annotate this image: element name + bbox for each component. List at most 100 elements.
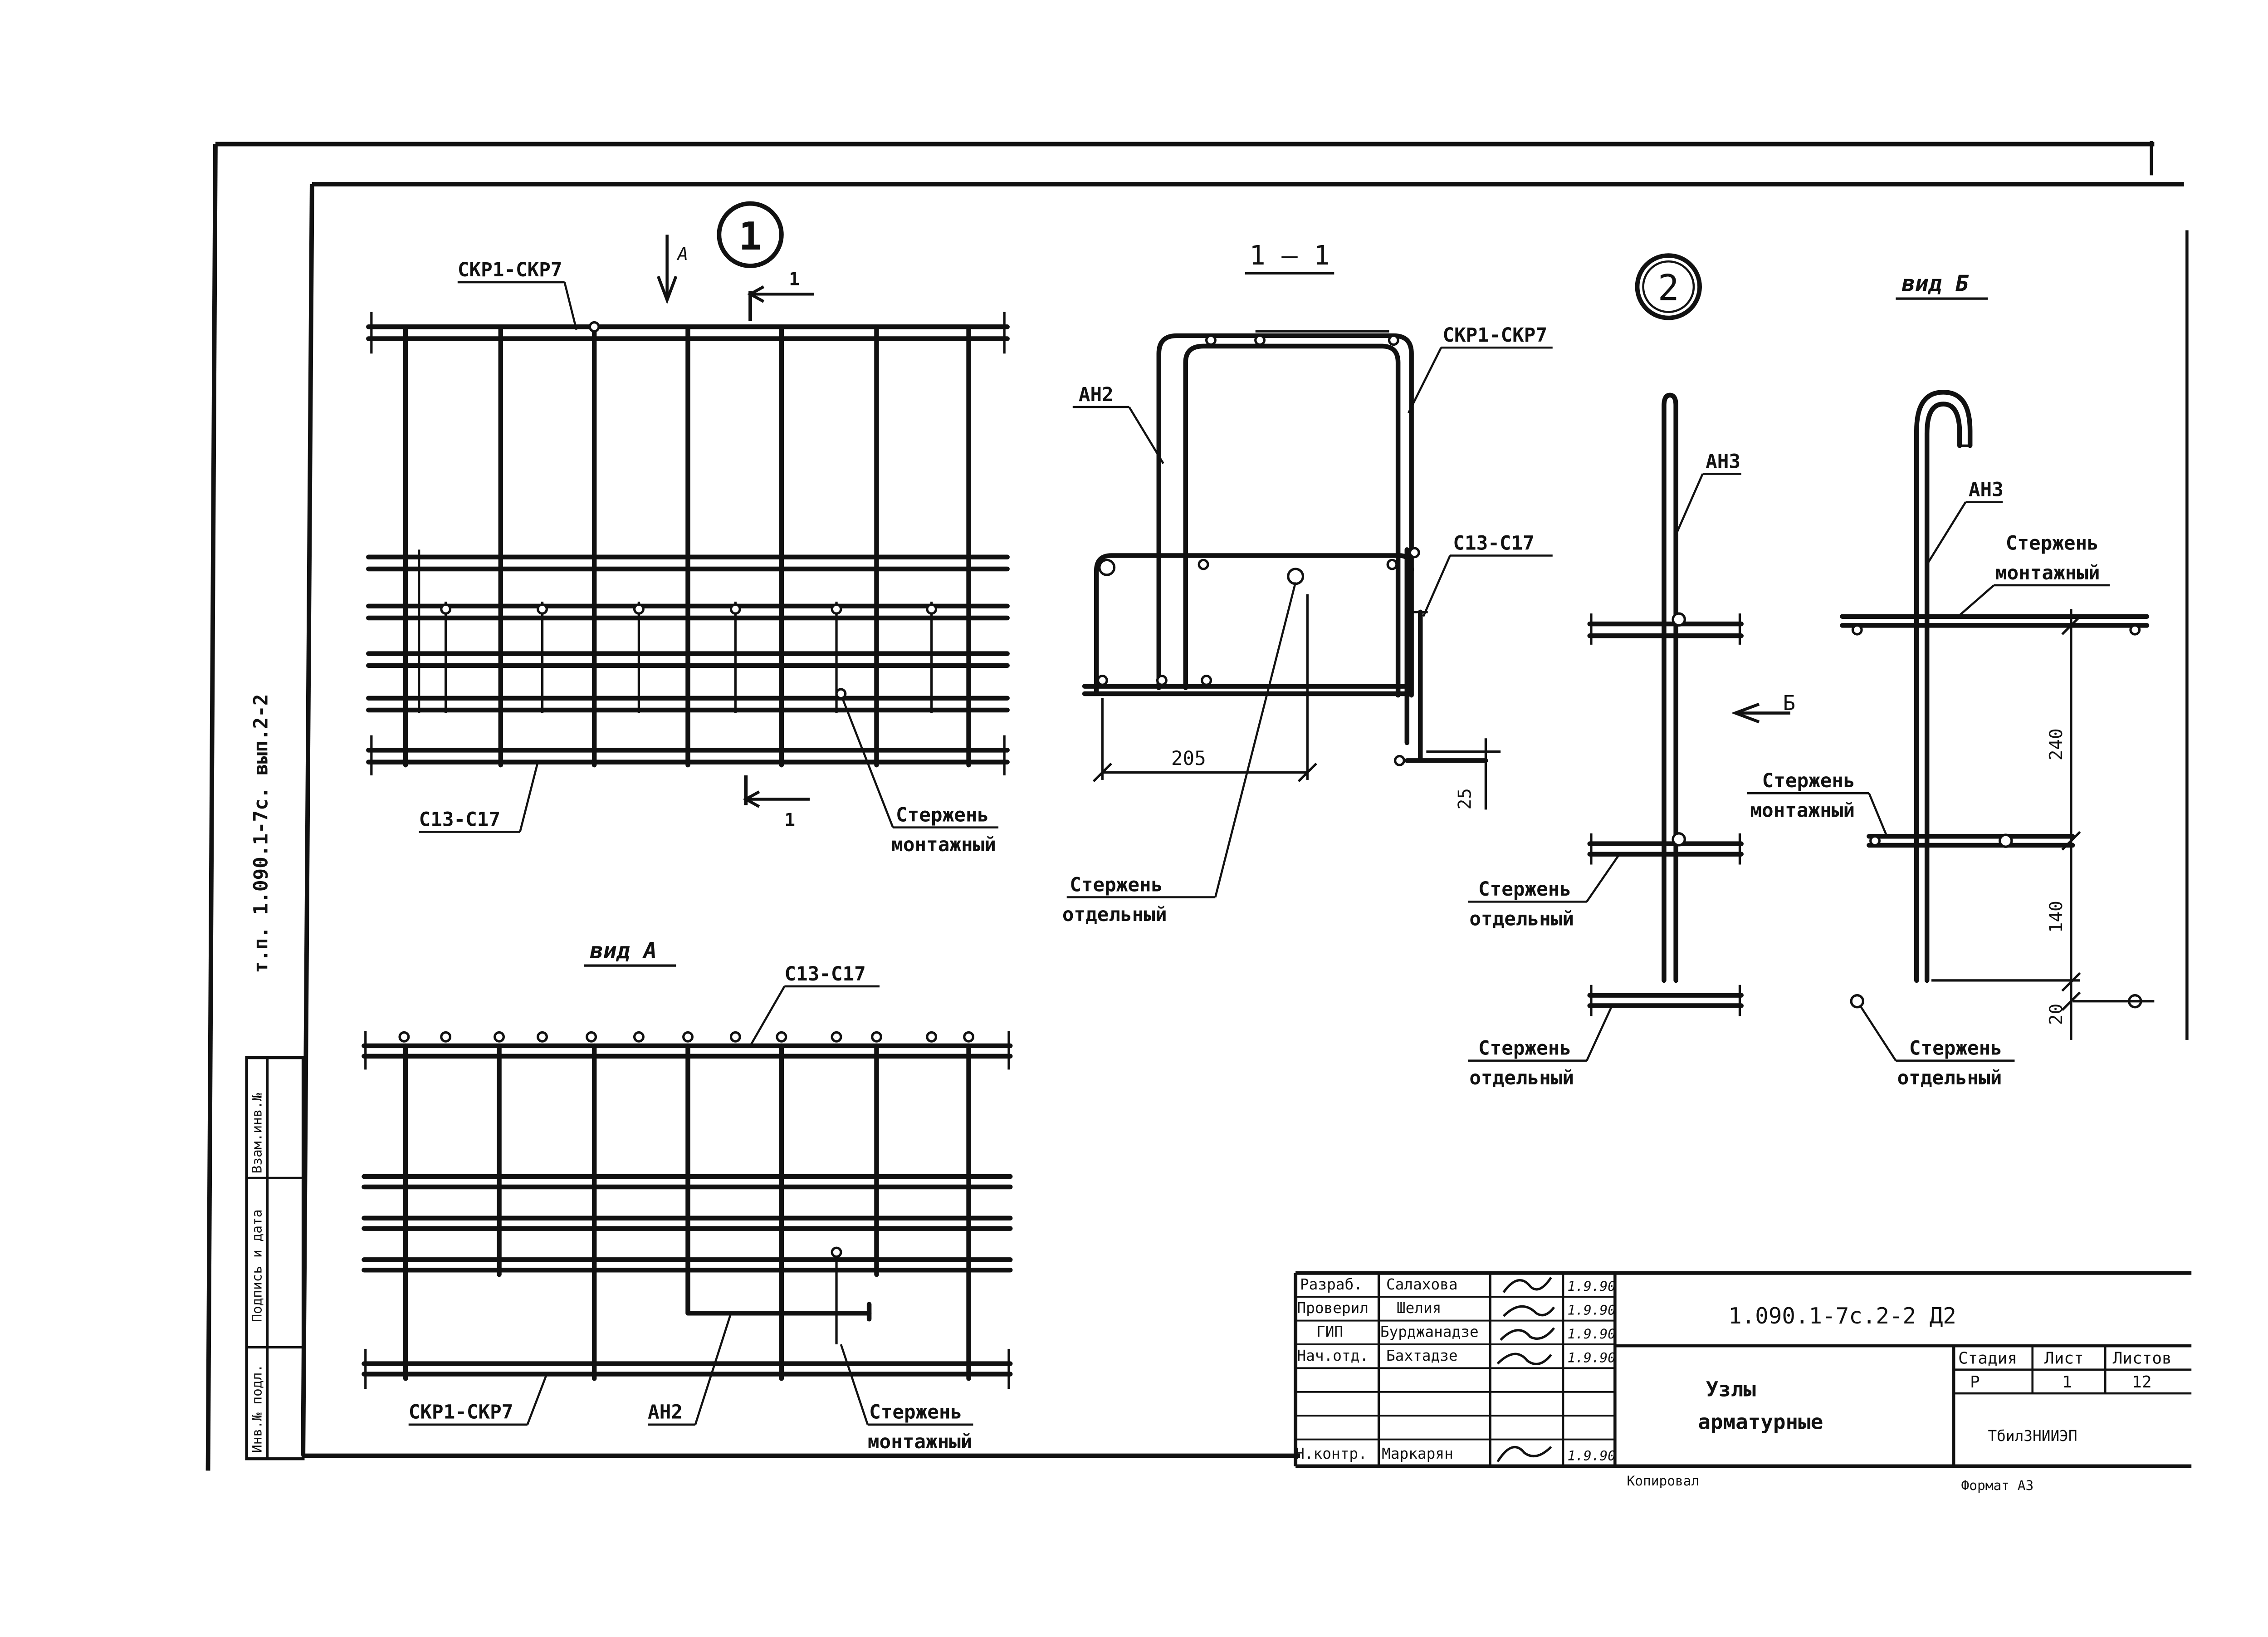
tb-signature: [1502, 1277, 1552, 1293]
tb-copied: Копировал: [1627, 1473, 1700, 1489]
view-b-title-text: вид Б: [1901, 270, 1969, 297]
tb-row-3: ГИП Бурджанадзе 1.9.90: [1316, 1323, 1616, 1342]
tb-role: Разраб.: [1300, 1276, 1363, 1293]
tb-name-line2: арматурные: [1698, 1410, 1823, 1434]
dim-25: 25: [1426, 738, 1501, 810]
tb-date: 1.9.90: [1568, 1350, 1616, 1365]
tb-code: 1.090.1-7с.2-2 Д2: [1728, 1303, 1956, 1329]
view-b-drawing: [1840, 390, 2155, 1009]
label-an2-viewa-text: АН2: [648, 1401, 683, 1424]
label-skr-top-text: СКР1-СКР7: [458, 259, 562, 281]
label-sterzhen-viewa-line2: монтажный: [868, 1431, 973, 1453]
view-a-mesh: [362, 1031, 1013, 1389]
label-sterzhen-node2-a: Стержень отдельный: [1468, 853, 1621, 931]
dim-240-text: 240: [2046, 728, 2067, 760]
label-c13-node1-text: С13-С17: [419, 808, 500, 831]
view-a-title: вид А: [584, 937, 676, 967]
node1-mesh: [366, 312, 1010, 776]
title-block: [1294, 1271, 2192, 1468]
tb-sheet-header: Лист: [2044, 1349, 2084, 1368]
tb-row-1: Разраб. Салахова 1.9.90: [1300, 1276, 1616, 1294]
tb-role: Н.контр.: [1295, 1445, 1367, 1462]
node1-number: 1: [738, 214, 762, 259]
label-c13-section-text: С13-С17: [1453, 532, 1534, 554]
label-sterzhen-viewb-top: Стержень монтажный: [1957, 532, 2110, 618]
label-sterzhen-section-line2: отдельный: [1062, 903, 1167, 926]
label-sterzhen-viewb-top-line2: монтажный: [1995, 562, 2100, 584]
tb-signature: [1496, 1353, 1552, 1365]
tb-format: Формат А3: [1961, 1478, 2034, 1493]
margin-sign: Подпись и дата: [249, 1210, 264, 1322]
label-sterzhen-viewa: Стержень монтажный: [840, 1344, 973, 1453]
node2-marker: 2: [1635, 253, 1702, 320]
node2-drawing: [1587, 392, 1744, 1016]
tb-row-2: Проверил Шелия 1.9.90: [1297, 1299, 1616, 1318]
cut-mark-top: 1: [747, 270, 814, 321]
label-sterzhen-node2-b-line2: отдельный: [1469, 1067, 1574, 1089]
section-title-text: 1 — 1: [1249, 240, 1330, 271]
label-skr-bottom: СКР1-СКР7: [408, 1373, 548, 1426]
tb-person: Бахтадзе: [1386, 1347, 1458, 1364]
section-title: 1 — 1: [1245, 240, 1334, 275]
tb-stage: Р: [1970, 1373, 1980, 1392]
label-sterzhen-viewa-line1: Стержень: [869, 1401, 962, 1424]
tb-name-line1: Узлы: [1706, 1377, 1756, 1402]
tb-role: Нач.отд.: [1297, 1347, 1369, 1364]
label-skr-bottom-text: СКР1-СКР7: [409, 1401, 513, 1424]
label-sterzhen-viewb-mid: Стержень монтажный: [1747, 769, 1888, 837]
dim-20-text: 20: [2046, 1004, 2067, 1025]
label-an2-viewa: АН2: [648, 1313, 732, 1426]
tb-person: Шелия: [1397, 1299, 1442, 1317]
view-a-arrow-label: А: [676, 244, 689, 265]
dim-chain-viewb: 240 140 20: [1931, 609, 2081, 1040]
tb-date: 1.9.90: [1568, 1326, 1616, 1342]
label-sterzhen-node1-line1: Стержень: [896, 804, 989, 827]
view-b-arrow-label: Б: [1783, 691, 1795, 715]
cut-label-top: 1: [789, 270, 800, 290]
view-a-title-text: вид А: [590, 937, 657, 964]
label-sterzhen-node2-a-line1: Стержень: [1478, 878, 1571, 901]
label-sterzhen-viewb-mid-line2: монтажный: [1750, 799, 1855, 822]
tb-date: 1.9.90: [1568, 1279, 1616, 1294]
cut-label-bottom: 1: [784, 810, 795, 830]
margin-vzam: Взам.инв.№: [249, 1093, 264, 1174]
label-skr-section: СКР1-СКР7: [1408, 324, 1553, 414]
label-sterzhen-viewb-top-line1: Стержень: [2006, 532, 2099, 554]
tb-signature: [1500, 1327, 1555, 1341]
outer-frame: [205, 141, 2155, 1471]
tb-date: 1.9.90: [1568, 1448, 1616, 1463]
tb-date: 1.9.90: [1568, 1303, 1616, 1318]
margin-ref: т.п. 1.090.1-7с. вып.2-2: [250, 694, 273, 973]
tb-sheets-header: Листов: [2113, 1349, 2172, 1368]
label-skr-section-text: СКР1-СКР7: [1442, 324, 1547, 347]
tb-person: Бурджанадзе: [1380, 1323, 1479, 1341]
label-c13-node1: С13-С17: [419, 762, 539, 833]
tb-person: Салахова: [1386, 1276, 1458, 1293]
margin-inv: Инв.№ подл.: [249, 1364, 264, 1453]
tb-signature: [1496, 1446, 1552, 1463]
node1-marker: 1: [717, 201, 784, 268]
label-an3-viewb: АН3: [1926, 479, 2004, 565]
label-skr-top: СКР1-СКР7: [457, 259, 578, 330]
view-a-arrow: А: [656, 235, 689, 304]
label-sterzhen-viewb-mid-line1: Стержень: [1762, 769, 1855, 792]
label-c13-viewa-text: С13-С17: [784, 963, 865, 985]
label-sterzhen-viewb-bottom: Стержень отдельный: [1859, 1005, 2015, 1089]
label-sterzhen-viewb-bottom-line2: отдельный: [1897, 1067, 2002, 1089]
tb-role: ГИП: [1316, 1323, 1343, 1341]
section-drawing: [1082, 330, 1488, 766]
dim-25-text: 25: [1455, 788, 1476, 809]
label-an3-viewb-text: АН3: [1969, 479, 2004, 501]
label-sterzhen-node2-b-line1: Стержень: [1478, 1037, 1571, 1060]
tb-row-4: Нач.отд. Бахтадзе 1.9.90: [1297, 1347, 1616, 1365]
tb-role: Проверил: [1297, 1299, 1369, 1317]
tb-sheets: 12: [2132, 1373, 2151, 1392]
label-sterzhen-node1: Стержень монтажный: [841, 697, 999, 856]
node2-number: 2: [1658, 267, 1679, 309]
view-b-arrow: Б: [1731, 691, 1795, 724]
label-sterzhen-node2-b: Стержень отдельный: [1468, 1005, 1613, 1089]
label-an2-section: АН2: [1072, 383, 1164, 464]
dim-205: 205: [1092, 594, 1317, 783]
inner-frame: [301, 182, 2189, 1458]
label-sterzhen-section-line1: Стержень: [1070, 873, 1163, 896]
